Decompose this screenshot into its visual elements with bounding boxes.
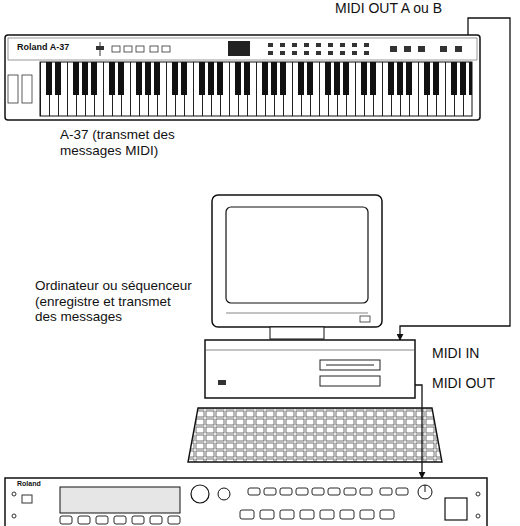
port-label: MIDI IN bbox=[430, 346, 481, 361]
midi-cable bbox=[415, 385, 422, 478]
computer-device: Ordinateur ou séquenceur (enregistre et … bbox=[205, 340, 415, 398]
device-logo: Roland bbox=[17, 480, 41, 488]
port-label: MIDI OUT A ou B bbox=[333, 1, 444, 16]
device-logo: Roland A-37 bbox=[17, 42, 69, 52]
device-caption: A-37 (transmet des messages MIDI) bbox=[60, 127, 210, 158]
sound-module-device: Roland bbox=[5, 478, 487, 526]
computer-illustration bbox=[188, 195, 442, 462]
keyboard-device: Roland A-37A-37 (transmet des messages M… bbox=[5, 35, 480, 120]
port-label: MIDI OUT bbox=[430, 376, 497, 391]
device-caption: Ordinateur ou séquenceur (enregistre et … bbox=[35, 278, 195, 325]
midi-cable bbox=[400, 18, 510, 340]
keyboard-illustration bbox=[5, 35, 480, 120]
sound-module-illustration bbox=[5, 478, 487, 526]
